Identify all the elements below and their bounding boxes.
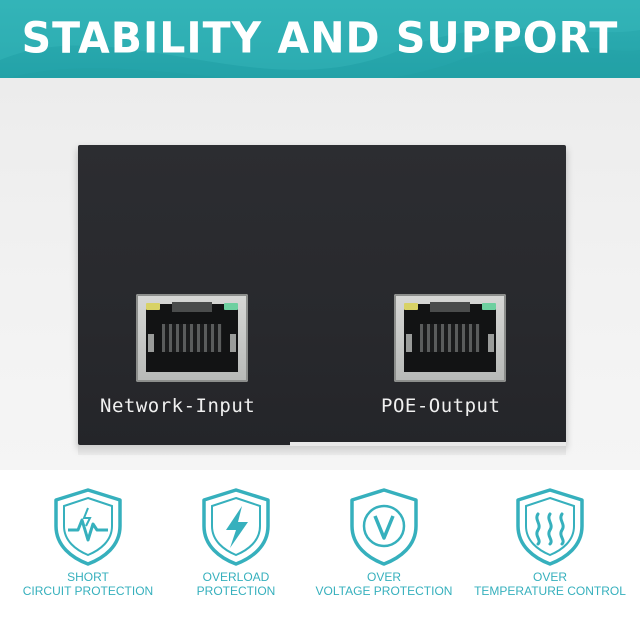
feature-caption-short-circuit: SHORT CIRCUIT PROTECTION	[22, 570, 154, 598]
shield-lightning-icon	[202, 488, 270, 566]
page-title: STABILITY AND SUPPORT	[21, 12, 619, 64]
device-base	[78, 445, 566, 455]
shield-pulse-icon	[54, 488, 122, 566]
status-led-green	[224, 303, 238, 310]
feature-caption-over-voltage: OVER VOLTAGE PROTECTION	[315, 570, 453, 598]
device-edge-highlight	[290, 442, 566, 446]
status-led-yellow	[404, 303, 418, 310]
feature-caption-over-temperature: OVER TEMPERATURE CONTROL	[474, 570, 626, 598]
title-banner: STABILITY AND SUPPORT	[0, 0, 640, 78]
status-led-green	[482, 303, 496, 310]
feature-caption-overload: OVERLOAD PROTECTION	[196, 570, 276, 598]
shield-heat-icon	[516, 488, 584, 566]
banner-wave-decoration	[0, 0, 640, 78]
poe-output-label: POE-Output	[381, 395, 501, 417]
poe-output-port	[394, 294, 506, 382]
shield-v-icon	[350, 488, 418, 566]
status-led-yellow	[146, 303, 160, 310]
network-input-port	[136, 294, 248, 382]
network-input-label: Network-Input	[100, 395, 256, 417]
